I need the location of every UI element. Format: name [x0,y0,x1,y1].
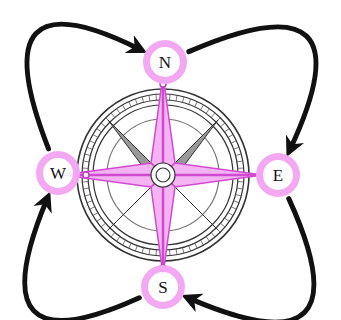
direction-circle: S [141,265,185,309]
direction-letter: W [50,165,66,182]
direction-letter: E [273,167,283,184]
rotation-arrow [189,27,316,150]
direction-circle: N [143,40,187,84]
rotation-arrow [27,24,140,149]
direction-circle: W [36,151,80,195]
direction-circle: E [256,153,300,197]
direction-letter: S [158,279,167,296]
direction-letter: N [159,54,171,71]
rotation-arrow [25,199,140,320]
rotation-arrow [189,199,314,320]
